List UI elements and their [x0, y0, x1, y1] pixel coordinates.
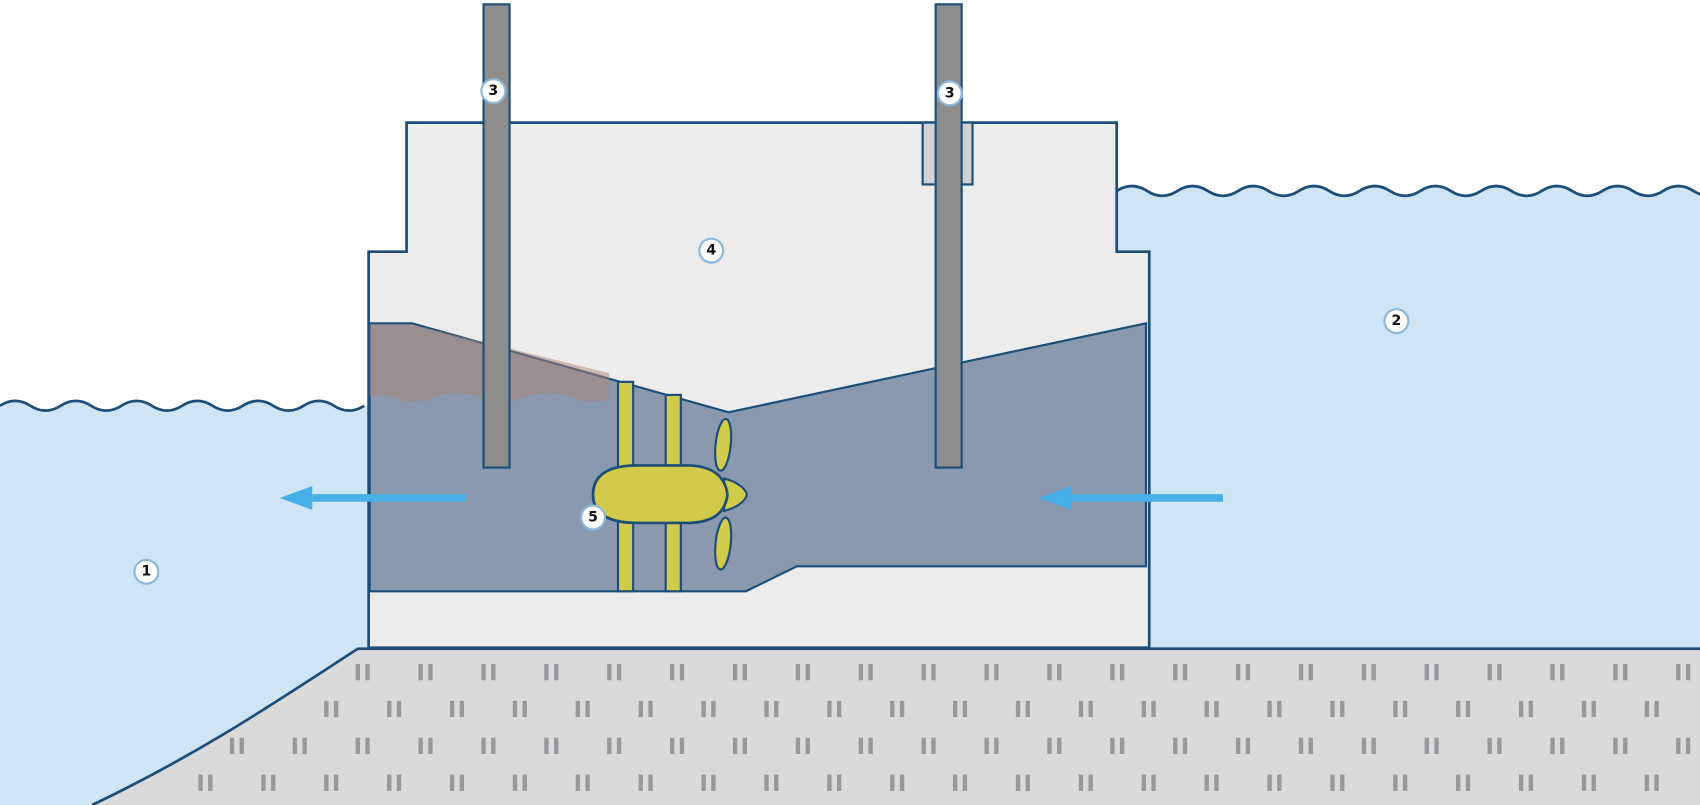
turbine-hub-cone: [723, 477, 749, 513]
upstream-water-body: [1116, 186, 1700, 649]
seabed-outline: [91, 647, 1700, 805]
bulb-turbine: [591, 380, 749, 593]
flow-arrow-left: [279, 486, 467, 510]
downstream-water-surface-line: [0, 399, 366, 412]
label-4-text: 4: [706, 243, 716, 259]
label-badge-upstream: 2: [1383, 308, 1410, 335]
seabed-hatch-pattern: [198, 663, 1691, 791]
seabed-ground: [92, 648, 1700, 805]
gate-shaft-left: [482, 3, 511, 469]
turbine-blade-bottom: [714, 516, 733, 571]
turbine-bulb-body: [591, 464, 729, 525]
upstream-water-surface-line: [1115, 184, 1700, 198]
label-1-text: 1: [141, 564, 151, 580]
gate-shaft-right: [934, 3, 963, 469]
label-5-text: 5: [588, 509, 598, 525]
downstream-water-body: [0, 400, 369, 805]
label-badge-turbine: 5: [580, 504, 607, 531]
label-badge-downstream: 1: [133, 558, 160, 585]
label-3-left-text: 3: [488, 83, 498, 99]
label-3-right-text: 3: [945, 85, 955, 101]
label-badge-gate-right: 3: [936, 80, 963, 107]
turbine-blade-top: [714, 417, 733, 472]
label-badge-gate-left: 3: [480, 78, 507, 105]
label-2-text: 2: [1392, 313, 1402, 329]
label-badge-powerhouse: 4: [698, 237, 725, 264]
flow-arrow-right: [1038, 486, 1223, 510]
